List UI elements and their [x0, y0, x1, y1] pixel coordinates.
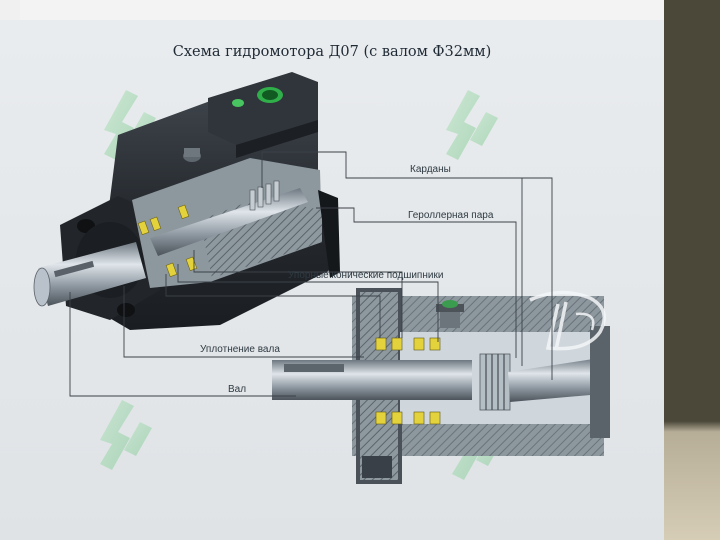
leader-lines: [69, 151, 553, 397]
bearing-rollers-3d: [137, 204, 198, 278]
port-green-small: [232, 99, 244, 107]
leader-shaft: [69, 292, 296, 397]
leader-seal: [123, 286, 364, 358]
watermark-icon-3: [100, 400, 152, 470]
diagram-canvas: [33, 72, 610, 484]
motor-cross-section: [272, 288, 610, 484]
callout-bearings: Упорные конические подшипники: [288, 270, 444, 281]
gerotor-teeth-3d: [249, 180, 280, 211]
logo-dp-mark: [529, 290, 606, 351]
callout-seal: Уплотнение вала: [200, 344, 280, 355]
watermark-icon-2: [446, 90, 498, 160]
backdrop-right: [664, 0, 720, 540]
leader-bearings-top: [177, 264, 439, 342]
motor-cutaway-3d: [33, 72, 340, 330]
backdrop-top: [0, 0, 720, 20]
leader-bearings-left: [165, 274, 381, 338]
leader-bearings-mid: [193, 250, 403, 338]
bearing-rollers-section: [375, 337, 441, 425]
leader-gerotor: [316, 207, 517, 358]
callout-cardans: Карданы: [410, 164, 451, 175]
leader-cardans: [261, 151, 553, 380]
callout-gerotor: Героллерная пара: [408, 210, 494, 221]
diagram-title: Схема гидромотора Д07 (с валом Ф32мм): [172, 44, 492, 60]
diagram-slide: Схема гидромотора Д07 (с валом Ф32мм): [0, 20, 664, 540]
callout-shaft: Вал: [228, 384, 247, 395]
